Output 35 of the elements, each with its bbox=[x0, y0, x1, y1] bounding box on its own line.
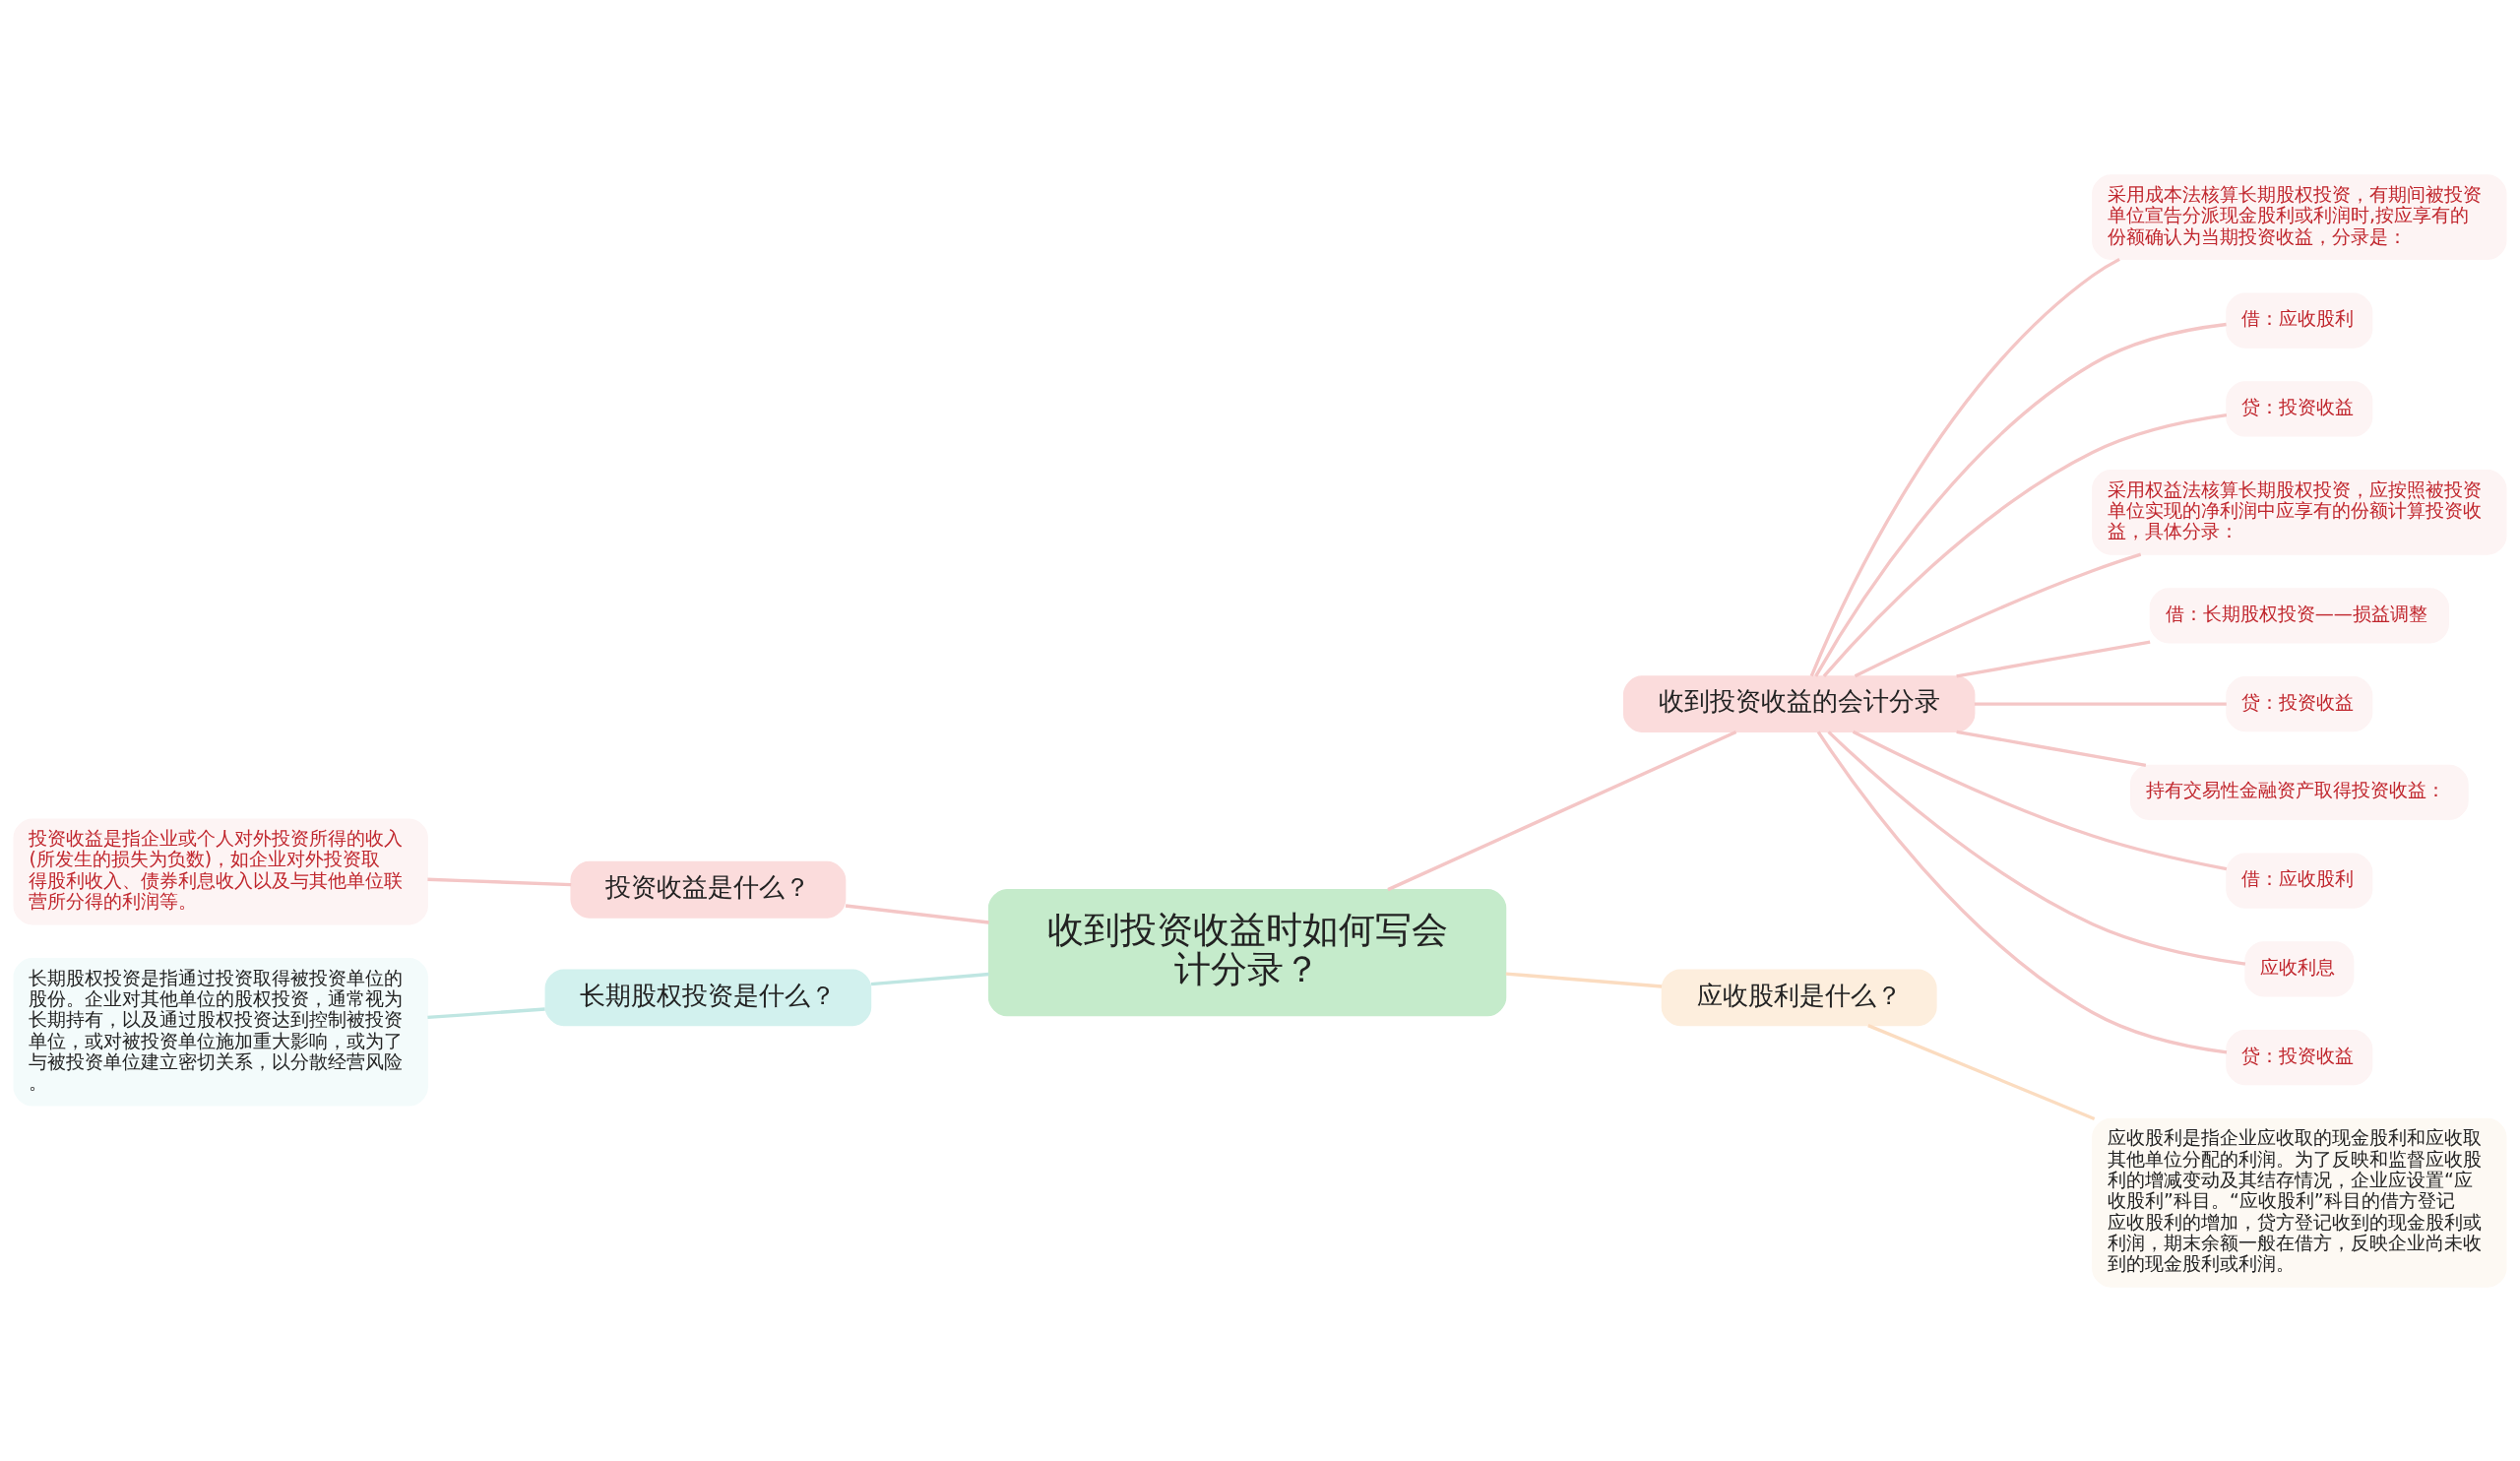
node-box: 借：应收股利 bbox=[2226, 853, 2373, 909]
connector bbox=[1867, 1023, 2096, 1120]
node-box: 借：长期股权投资——损益调整 bbox=[2149, 587, 2449, 643]
connector bbox=[1956, 639, 2151, 678]
node-box: 投资收益是指企业或个人对外投资所得的收入(所发生的损失为负数)，如企业对外投资取得股利收入、债券利息收入以及与其他单位联营所分得的利润等。 bbox=[13, 818, 428, 924]
connector bbox=[1809, 257, 2120, 676]
node-box: 长期股权投资是指通过投资取得被投资单位的股份。企业对其他单位的股权投资，通常视为长期持有，以及通过股权投资达到控制被投资单位，或对被投资单位施加重大影响，或为了与被投资单位建立密切关系，以分散经营风险。 bbox=[13, 957, 428, 1107]
node-box: 应收股利是什么？ bbox=[1661, 968, 1937, 1026]
node-box: 贷：投资收益 bbox=[2226, 1029, 2373, 1085]
node-box: 贷：投资收益 bbox=[2226, 380, 2373, 437]
connector bbox=[1974, 701, 2227, 706]
node-box: 应收股利是指企业应收取的现金股利和应收取其他单位分配的利润。为了反映和监督应收股利的增减变动及其结存情况，企业应设置“应收股利”科目。“应收股利”科目的借方登记应收股利的增加，贷方登记收到的现金股利或利润，期末余额一般在借方，反映企业尚未收到的现金股利或利润。 bbox=[2092, 1117, 2507, 1288]
connector bbox=[427, 1006, 545, 1019]
connector bbox=[1814, 322, 2227, 677]
node-box: 采用权益法核算长期股权投资，应按照被投资单位实现的净利润中应享有的份额计算投资收益，具体分录： bbox=[2092, 469, 2507, 555]
connector bbox=[870, 972, 989, 985]
node-box: 收到投资收益的会计分录 bbox=[1622, 674, 1976, 732]
connector bbox=[1387, 730, 1737, 891]
node-box: 持有交易性金融资产取得投资收益： bbox=[2129, 764, 2469, 820]
connector bbox=[1854, 552, 2142, 677]
node-box: 收到投资收益时如何写会计分录？ bbox=[987, 888, 1507, 1016]
connector bbox=[1816, 730, 2228, 1054]
node-box: 贷：投资收益 bbox=[2226, 675, 2373, 731]
connector bbox=[427, 877, 572, 886]
connector bbox=[1827, 730, 2246, 966]
node-box: 借：应收股利 bbox=[2226, 292, 2373, 349]
connector bbox=[1956, 730, 2147, 767]
node-box: 采用成本法核算长期股权投资，有期间被投资单位宣告分派现金股利或利润时,按应享有的份额确认为当期投资收益，分录是： bbox=[2092, 173, 2507, 260]
node-box: 长期股权投资是什么？ bbox=[544, 968, 872, 1026]
node-box: 投资收益是什么？ bbox=[570, 860, 847, 919]
connector bbox=[845, 903, 989, 924]
connector bbox=[1852, 730, 2228, 870]
connector bbox=[1505, 971, 1663, 988]
node-box: 应收利息 bbox=[2244, 940, 2355, 997]
connector bbox=[1822, 413, 2228, 677]
